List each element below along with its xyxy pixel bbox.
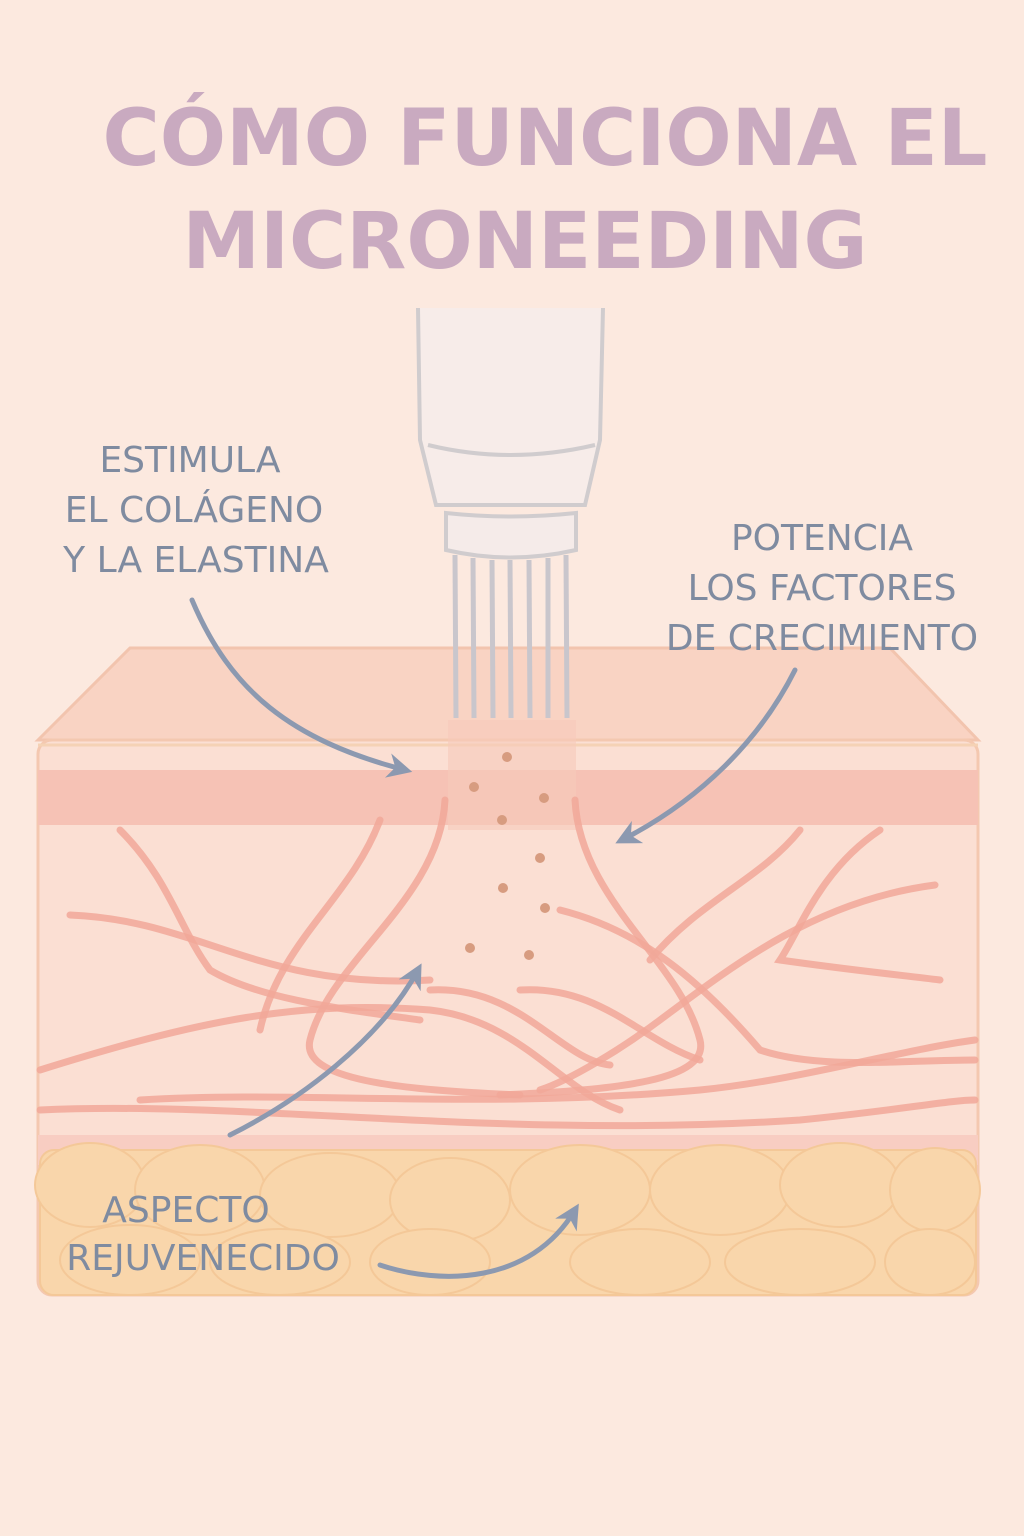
arrow-dermis: [227, 963, 422, 1138]
label-growth-factors: POTENCIA LOS FACTORES DE CRECIMIENTO: [666, 518, 978, 659]
svg-text:ESTIMULA: ESTIMULA: [99, 440, 280, 481]
svg-text:DE CRECIMIENTO: DE CRECIMIENTO: [666, 618, 978, 659]
svg-text:POTENCIA: POTENCIA: [731, 518, 913, 559]
title-line-1: CÓMO FUNCIONA EL: [103, 92, 988, 184]
label-collagen: ESTIMULA EL COLÁGENO Y LA ELASTINA: [62, 440, 329, 581]
needles: [452, 554, 570, 719]
skin-cross-section: [34, 646, 982, 1297]
svg-text:Y LA ELASTINA: Y LA ELASTINA: [62, 540, 329, 581]
arrow-collagen: [189, 597, 413, 778]
label-rejuvenated: ASPECTO REJUVENECIDO: [66, 1190, 340, 1279]
arrow-growth: [615, 667, 798, 844]
treated-channel: [448, 720, 576, 830]
title-line-2: MICRONEEDING: [182, 197, 867, 287]
fat-layer: [34, 1142, 981, 1296]
svg-text:EL COLÁGENO: EL COLÁGENO: [65, 489, 324, 531]
microneedling-pen: [416, 307, 605, 719]
svg-text:LOS FACTORES: LOS FACTORES: [688, 568, 957, 609]
arrow-rejuvenated: [377, 1203, 579, 1279]
svg-text:ASPECTO: ASPECTO: [102, 1190, 269, 1231]
svg-text:REJUVENECIDO: REJUVENECIDO: [66, 1238, 340, 1279]
growth-factor-dots: [465, 752, 550, 960]
collagen-fibers: [36, 796, 979, 1130]
